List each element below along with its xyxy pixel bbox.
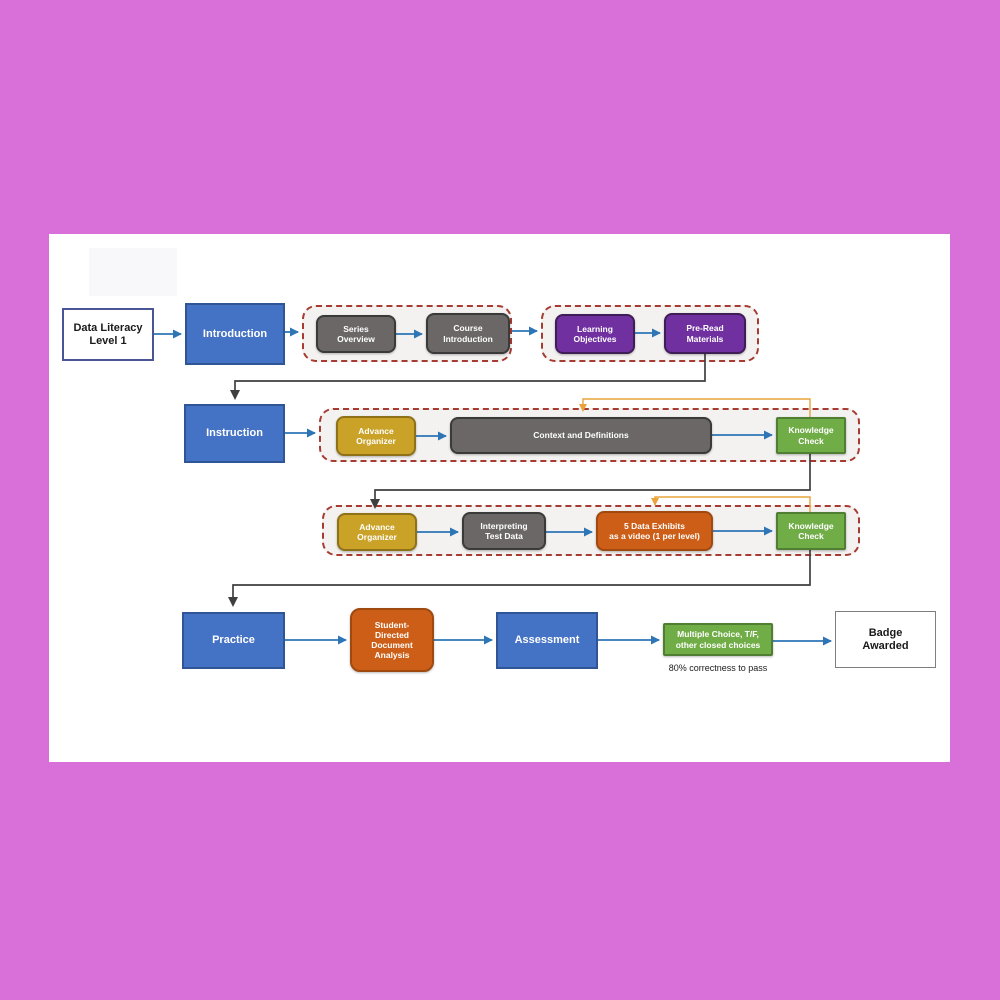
node-context-and-definitions: Context and Definitions <box>450 417 712 454</box>
node-badge-awarded: Badge Awarded <box>835 611 936 668</box>
node-label-line1: 5 Data Exhibits <box>624 520 685 531</box>
node-course-introduction: Course Introduction <box>426 313 510 354</box>
node-label: Pre-Read Materials <box>686 323 724 344</box>
node-label: Student-Directed Document Analysis <box>371 619 413 661</box>
node-label: Practice <box>212 634 255 647</box>
node-label-line2: as a video (1 per level) <box>609 531 700 541</box>
node-learning-objectives: Learning Objectives <box>555 314 635 354</box>
node-interpreting-test-data: Interpreting Test Data <box>462 512 546 550</box>
node-label: Context and Definitions <box>533 430 629 441</box>
node-label: Data Literacy Level 1 <box>73 321 143 347</box>
node-label: Learning Objectives <box>573 323 617 344</box>
node-student-directed-analysis: Student-Directed Document Analysis <box>350 608 434 672</box>
flowchart-canvas: Data Literacy Level 1 Introduction Serie… <box>49 234 950 762</box>
node-label: Interpreting Test Data <box>480 520 528 541</box>
node-instruction: Instruction <box>184 404 285 463</box>
node-data-exhibits: 5 Data Exhibits as a video (1 per level) <box>596 511 713 551</box>
node-introduction: Introduction <box>185 303 285 365</box>
node-advance-organizer-1: Advance Organizer <box>336 416 416 456</box>
node-label: Badge Awarded <box>862 626 909 652</box>
node-advance-organizer-2: Advance Organizer <box>337 513 417 551</box>
node-label: Course Introduction <box>443 323 493 344</box>
node-knowledge-check-2: Knowledge Check <box>776 512 846 550</box>
node-label: Series Overview <box>337 323 375 344</box>
node-pre-read-materials: Pre-Read Materials <box>664 313 746 354</box>
node-practice: Practice <box>182 612 285 669</box>
node-label: Instruction <box>206 427 263 440</box>
node-assessment: Assessment <box>496 612 598 669</box>
node-label: Advance Organizer <box>356 425 396 446</box>
node-label: Assessment <box>514 634 580 647</box>
node-knowledge-check-1: Knowledge Check <box>776 417 846 454</box>
connector-check2-to-practice <box>228 550 811 607</box>
pass-criterion-note: 80% correctness to pass <box>668 663 768 673</box>
node-label: Knowledge Check <box>788 425 834 446</box>
faint-watermark <box>89 248 177 296</box>
node-label: Introduction <box>202 327 268 340</box>
node-data-literacy-level: Data Literacy Level 1 <box>62 308 154 361</box>
node-label: Knowledge Check <box>788 520 834 541</box>
node-multiple-choice: Multiple Choice, T/F, other closed choic… <box>663 623 773 656</box>
node-label: Advance Organizer <box>357 521 397 542</box>
node-series-overview: Series Overview <box>316 315 396 353</box>
node-label: Multiple Choice, T/F, other closed choic… <box>675 629 761 650</box>
